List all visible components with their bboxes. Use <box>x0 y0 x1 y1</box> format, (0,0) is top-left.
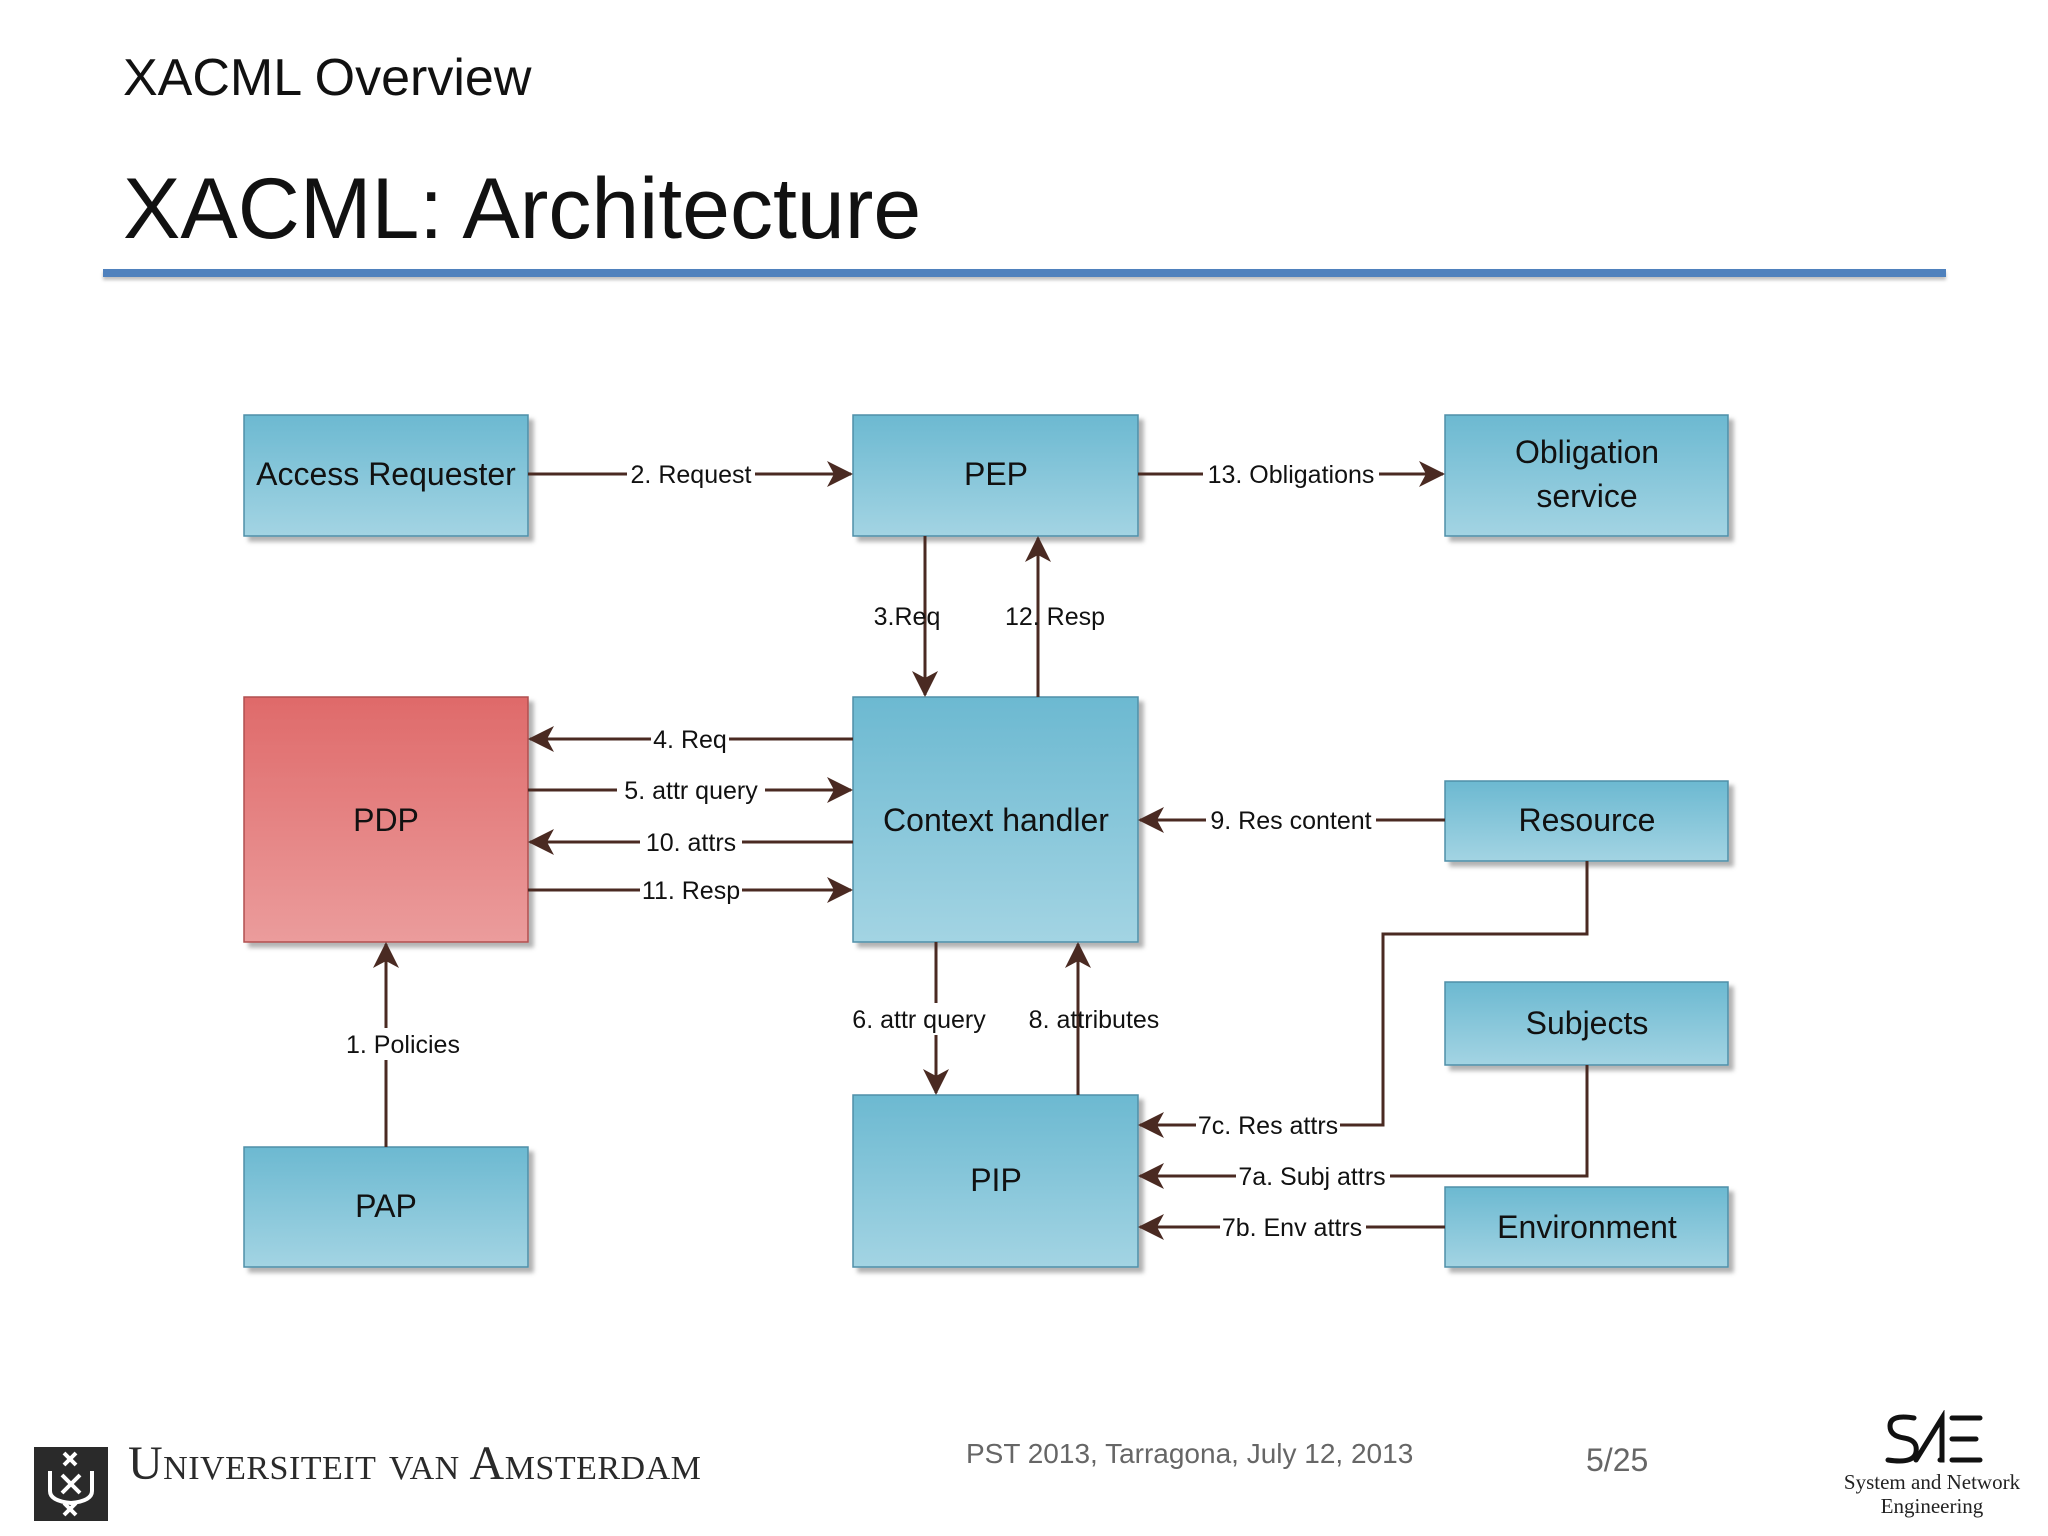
environment-label: Environment <box>1497 1209 1677 1245</box>
environment-node: Environment <box>1444 1186 1729 1268</box>
obligation-service-label-line1: Obligation <box>1515 434 1659 470</box>
edge-label-resp11: 11. Resp <box>642 877 740 905</box>
edge-label-attr-query5: 5. attr query <box>624 777 758 805</box>
title-divider <box>103 269 1946 277</box>
page-number: 5/25 <box>1586 1442 1649 1478</box>
sne-caption: System and Network Engineering <box>1832 1470 2032 1518</box>
obligation-service-node: Obligation service <box>1444 414 1729 537</box>
sne-logo <box>1885 1410 1983 1464</box>
sne-caption-line2: Engineering <box>1880 1494 1984 1518</box>
edge-label-obligations: 13. Obligations <box>1208 461 1375 489</box>
pap-node: PAP <box>243 1146 529 1268</box>
slide-title: XACML: Architecture <box>123 161 922 257</box>
edge-label-subj-attrs: 7a. Subj attrs <box>1238 1163 1385 1191</box>
edge-label-env-attrs: 7b. Env attrs <box>1222 1214 1362 1242</box>
edge-label-attr-query6: 6. attr query <box>852 1006 986 1034</box>
sne-caption-line1: System and Network <box>1843 1470 2021 1494</box>
pdp-label: PDP <box>353 802 419 838</box>
resource-node: Resource <box>1444 780 1729 862</box>
pap-label: PAP <box>355 1188 417 1224</box>
context-handler-node: Context handler <box>852 696 1139 943</box>
edge-label-res-content: 9. Res content <box>1210 807 1371 835</box>
edge-label-policies: 1. Policies <box>346 1031 460 1059</box>
resource-label: Resource <box>1519 802 1656 838</box>
edge-label-resp12: 12. Resp <box>1005 603 1105 631</box>
conference-info: PST 2013, Tarragona, July 12, 2013 <box>966 1438 1414 1469</box>
pep-label: PEP <box>964 456 1028 492</box>
pip-node: PIP <box>852 1094 1139 1268</box>
subjects-node: Subjects <box>1444 981 1729 1066</box>
pep-node: PEP <box>852 414 1139 537</box>
university-logo <box>34 1447 108 1521</box>
edge-label-request: 2. Request <box>631 461 752 489</box>
edge-label-req4: 4. Req <box>653 726 727 754</box>
pdp-node: PDP <box>243 696 529 943</box>
subjects-label: Subjects <box>1526 1005 1649 1041</box>
edge-label-req3: 3.Req <box>874 603 941 631</box>
context-handler-label: Context handler <box>883 802 1109 838</box>
edge-label-attributes8: 8. attributes <box>1029 1006 1160 1034</box>
edge-label-attrs10: 10. attrs <box>646 829 736 857</box>
edge-label-res-attrs: 7c. Res attrs <box>1198 1112 1338 1140</box>
university-name: Universiteit van Amsterdam <box>128 1437 702 1490</box>
section-title: XACML Overview <box>123 49 532 107</box>
access-requester-node: Access Requester <box>243 414 529 537</box>
obligation-service-label-line2: service <box>1536 478 1637 514</box>
access-requester-label: Access Requester <box>256 456 516 492</box>
pip-label: PIP <box>970 1162 1022 1198</box>
